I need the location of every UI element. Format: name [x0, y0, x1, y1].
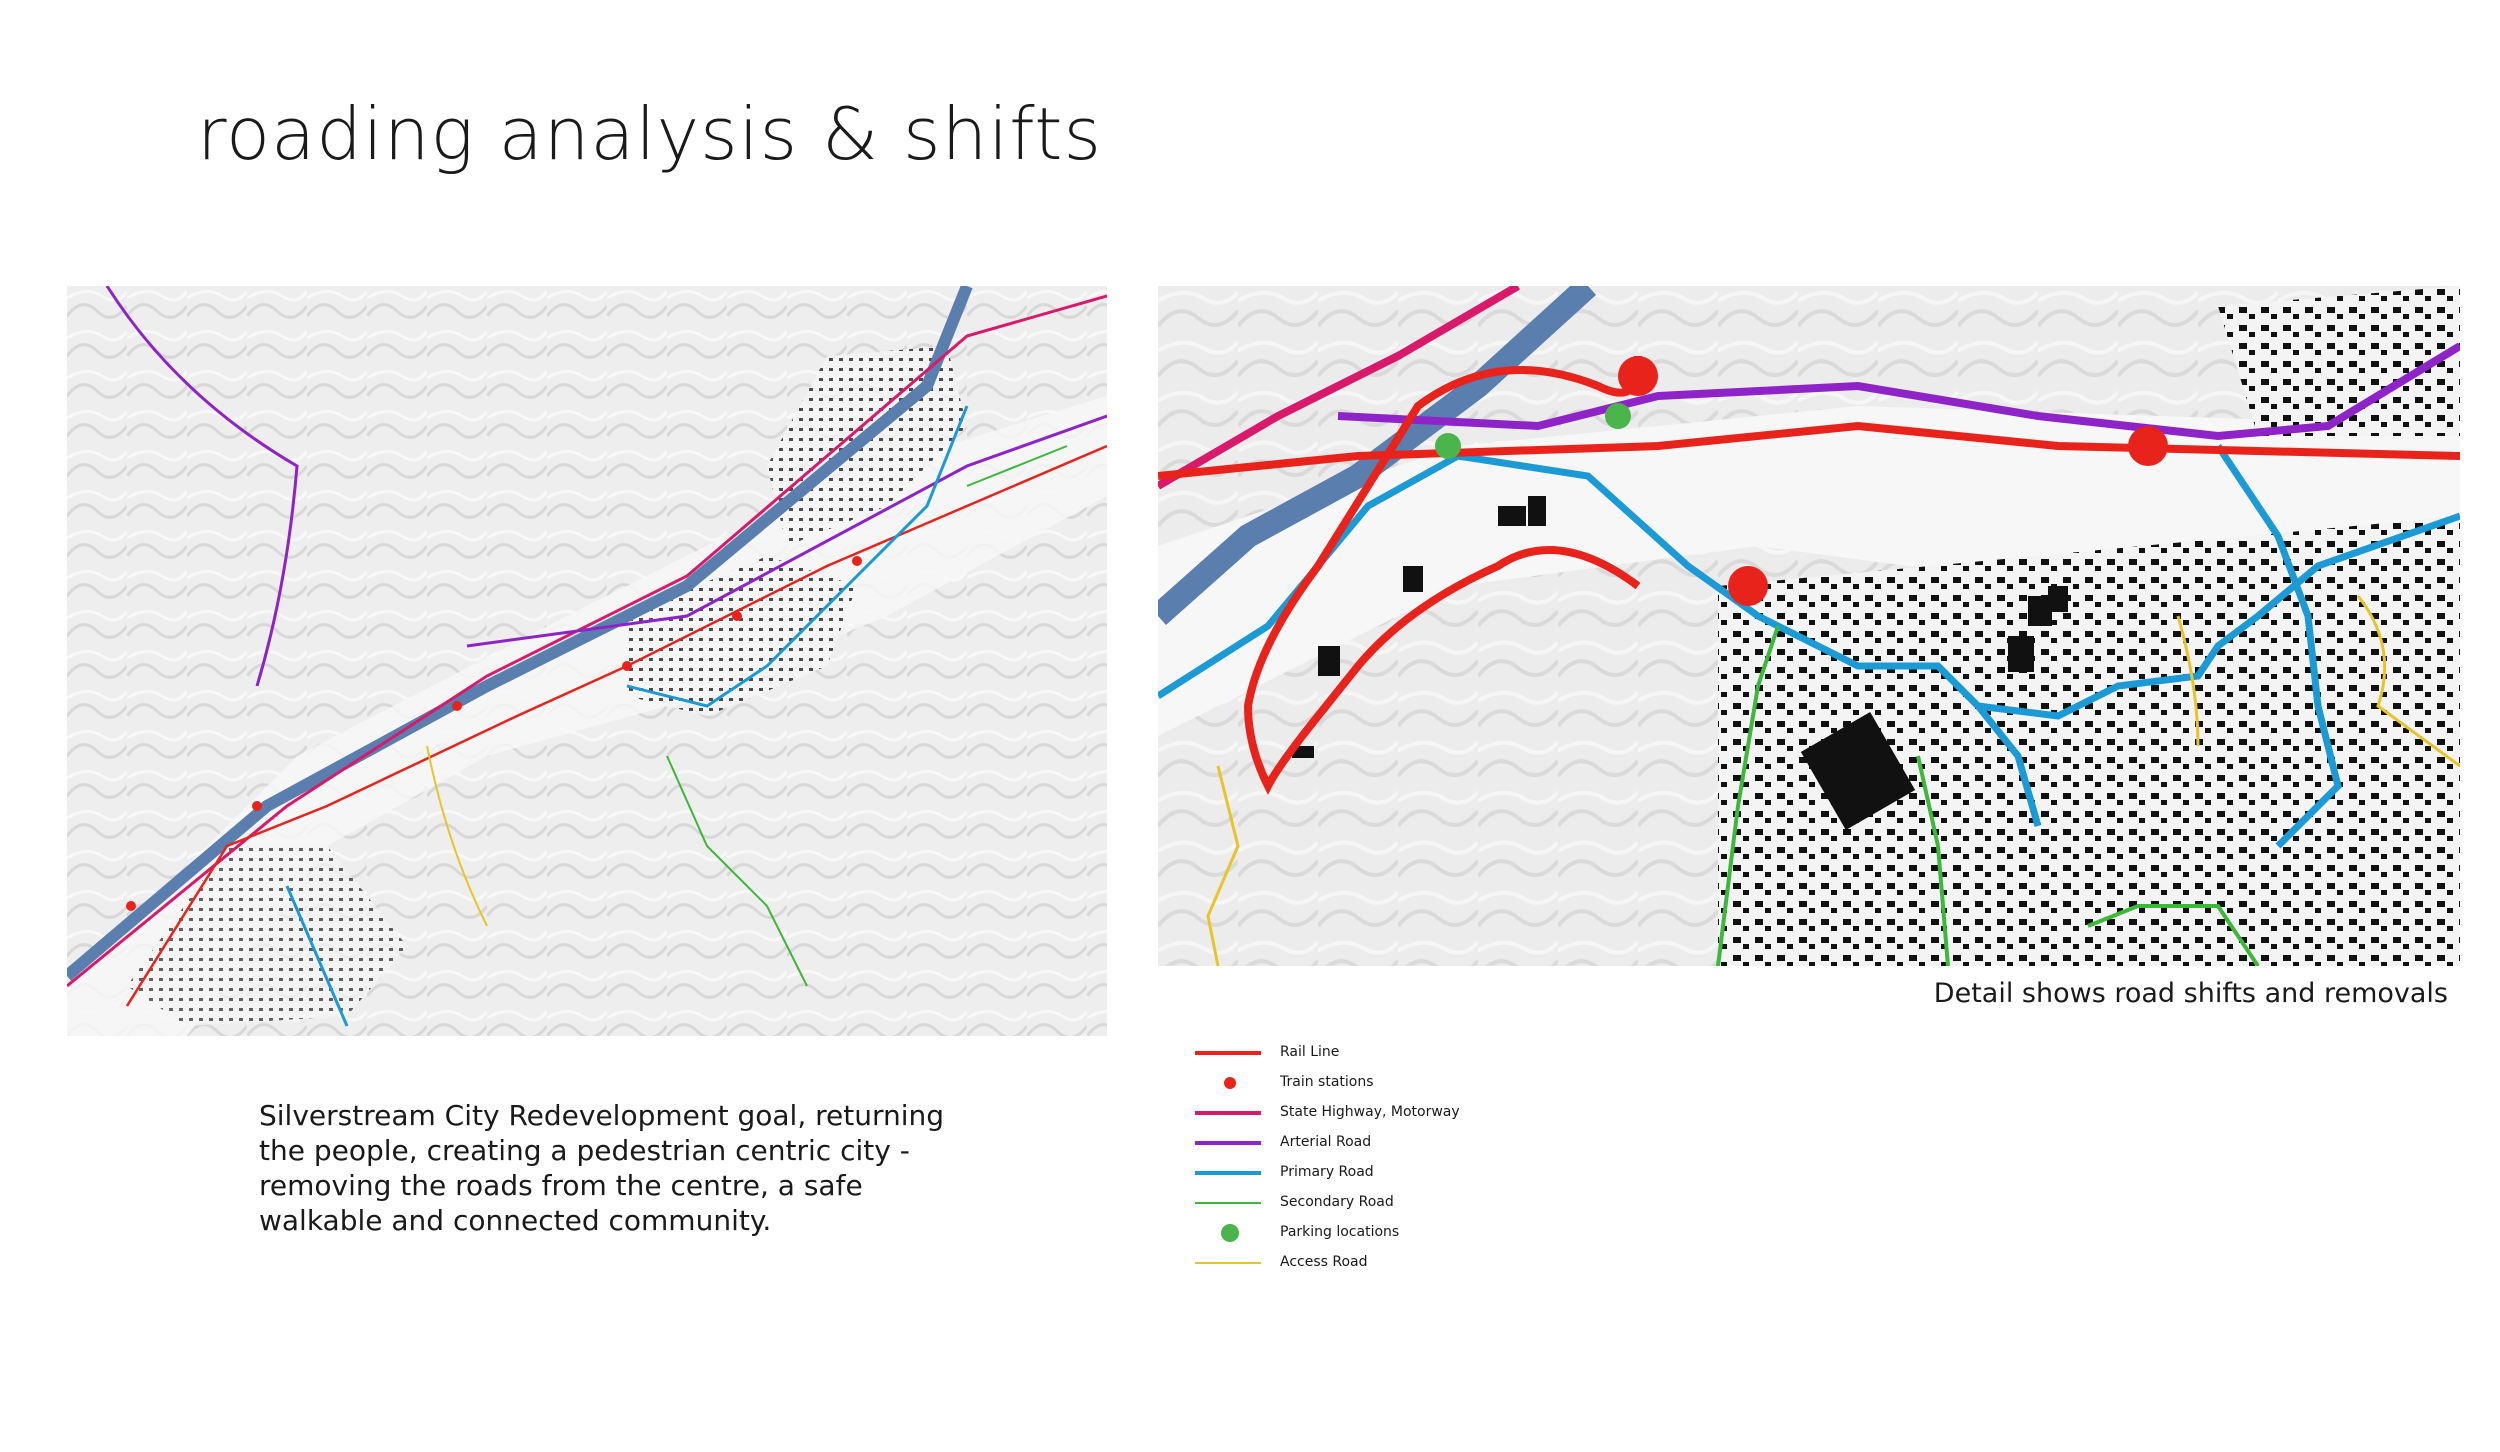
detail-caption: Detail shows road shifts and removals	[1933, 978, 2448, 1009]
secondary-road	[666, 445, 1068, 987]
overview-map[interactable]	[67, 286, 1107, 1036]
legend-dot-icon	[1221, 1224, 1239, 1242]
secondary-road	[1716, 625, 2260, 966]
legend-item: Access Road	[1195, 1248, 1715, 1278]
legend-line-icon	[1195, 1141, 1261, 1145]
project-description: Silverstream City Redevelopment goal, re…	[259, 1099, 945, 1237]
access-road	[426, 745, 488, 927]
legend-line-icon	[1195, 1051, 1261, 1055]
access-road	[1206, 595, 2460, 966]
legend-item: Arterial Road	[1195, 1128, 1715, 1158]
state-highway	[1158, 286, 1521, 490]
rail-line	[1158, 421, 2460, 480]
legend-label: Secondary Road	[1280, 1194, 1394, 1210]
train-stations	[1618, 356, 2168, 606]
legend-label: Arterial Road	[1280, 1134, 1372, 1150]
legend-dot-icon	[1224, 1077, 1236, 1089]
legend-label: State Highway, Motorway	[1280, 1104, 1460, 1120]
legend-item: Rail Line	[1195, 1038, 1715, 1068]
legend-label: Train stations	[1280, 1074, 1374, 1090]
residential-area-north	[2218, 286, 2460, 436]
arterial-road	[1337, 342, 2460, 441]
legend-label: Rail Line	[1280, 1044, 1340, 1060]
rail-line-spur	[1243, 356, 1642, 795]
river	[1158, 286, 1597, 625]
page-title: roading analysis & shifts	[197, 92, 1103, 176]
detail-map[interactable]	[1158, 286, 2460, 966]
arterial-road	[105, 286, 1107, 687]
legend-line-icon	[1195, 1111, 1261, 1115]
train-stations	[126, 556, 862, 911]
legend-line-icon	[1195, 1202, 1261, 1204]
large-building	[1800, 712, 1916, 830]
primary-road	[1158, 444, 2460, 849]
legend-label: Access Road	[1280, 1254, 1368, 1270]
town-area-south	[127, 846, 407, 1026]
legend-item: Secondary Road	[1195, 1188, 1715, 1218]
river	[67, 286, 973, 981]
legend-line-icon	[1195, 1171, 1261, 1175]
legend-item: Parking locations	[1195, 1218, 1715, 1248]
legend-item: Primary Road	[1195, 1158, 1715, 1188]
legend-line-icon	[1195, 1262, 1261, 1264]
legend-label: Parking locations	[1280, 1224, 1400, 1240]
residential-area	[1718, 516, 2460, 966]
legend-item: State Highway, Motorway	[1195, 1098, 1715, 1128]
parking-locations	[1435, 403, 1631, 459]
valley-floor	[67, 396, 1107, 1036]
legend-item: Train stations	[1195, 1068, 1715, 1098]
legend-label: Primary Road	[1280, 1164, 1374, 1180]
town-area-centre	[627, 556, 857, 716]
primary-road	[285, 405, 969, 1027]
rail-line	[125, 444, 1107, 1007]
buildings	[1292, 496, 2068, 758]
valley-floor	[1158, 406, 2460, 736]
